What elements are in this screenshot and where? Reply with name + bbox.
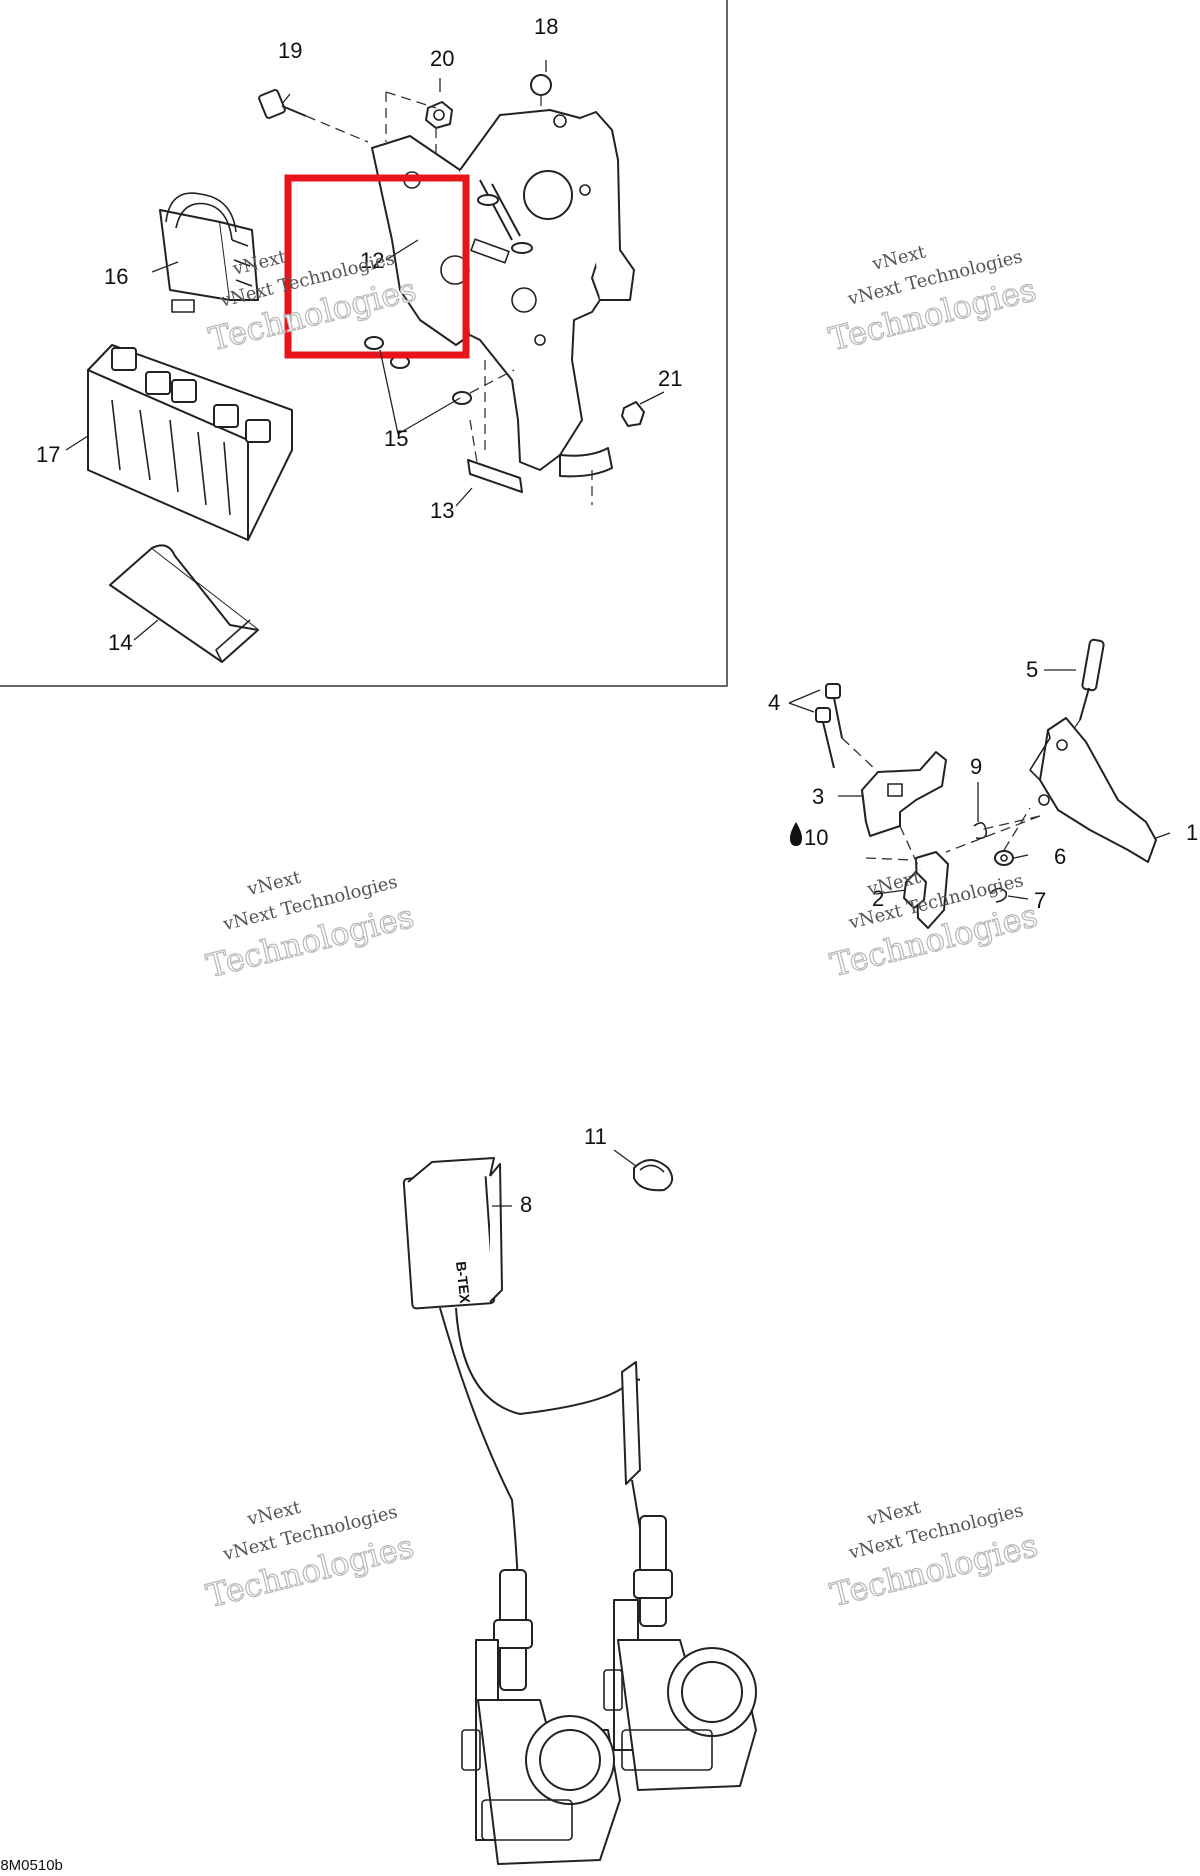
part-5-pin (1079, 638, 1105, 721)
watermark-middle-left: vNext vNext Technologies Technologies (202, 867, 418, 986)
callout-17: 17 (36, 442, 60, 467)
callout-2: 2 (872, 886, 884, 911)
part-2-clamp (903, 851, 949, 929)
callout-12: 12 (360, 248, 384, 273)
callout-9: 9 (970, 754, 982, 779)
svg-text:vNext: vNext (244, 867, 303, 901)
svg-text:vNext: vNext (864, 1497, 923, 1531)
part-8-cable (402, 866, 855, 1641)
part-13-spacer (467, 459, 523, 493)
leader-lines (65, 60, 1171, 1207)
callout-18: 18 (534, 14, 558, 39)
callout-13: 13 (430, 498, 454, 523)
callout-3: 3 (812, 784, 824, 809)
highlight-box-12 (284, 174, 470, 359)
part-15-nuts (364, 336, 472, 405)
document-code: 08M0510b (0, 1857, 63, 1874)
callout-1: 1 (1186, 820, 1198, 845)
part-1-lever (1029, 717, 1157, 863)
watermark-lower-right: vNext vNext Technologies Technologies (826, 1497, 1042, 1615)
callout-7: 7 (1034, 888, 1046, 913)
callout-19: 19 (278, 38, 302, 63)
part-9-clip (973, 822, 988, 840)
watermark-upper-right: vNext vNext Technologies Technologies (824, 241, 1040, 359)
callout-5: 5 (1026, 657, 1038, 682)
callout-15: 15 (384, 426, 408, 451)
part-19-bolt (258, 89, 307, 119)
part-7-clip (989, 887, 1008, 903)
callout-10: 10 (804, 825, 828, 850)
part-17-cover (87, 344, 293, 541)
part-14-tray (109, 544, 259, 663)
carburetor-right (603, 1515, 757, 1791)
callout-11: 11 (584, 1124, 607, 1149)
callout-6: 6 (1054, 844, 1066, 869)
callout-20: 20 (430, 46, 454, 71)
callout-21: 21 (658, 366, 682, 391)
part-3-clamp (861, 751, 947, 837)
carburetor-left (461, 1569, 621, 1865)
part-11-clip (633, 1159, 674, 1192)
part-10-lube-icon (790, 822, 802, 846)
callout-8: 8 (520, 1192, 532, 1217)
part-18-plug (530, 74, 552, 96)
callout-14: 14 (108, 630, 132, 655)
part-21-nut (621, 401, 645, 427)
callout-16: 16 (104, 264, 128, 289)
part-16-connector (159, 192, 259, 313)
svg-text:vNext: vNext (244, 1497, 303, 1531)
svg-text:vNext: vNext (869, 241, 928, 275)
inset-frame (0, 0, 728, 687)
part-6-washer (994, 850, 1014, 866)
cable-housing-text: B-TEX (453, 1261, 473, 1305)
mounting-plate (371, 109, 635, 478)
part-20-nut (425, 101, 453, 129)
callout-4: 4 (768, 690, 780, 715)
watermark-lower-left: vNext vNext Technologies Technologies (202, 1497, 418, 1616)
part-4-screws (815, 683, 843, 769)
